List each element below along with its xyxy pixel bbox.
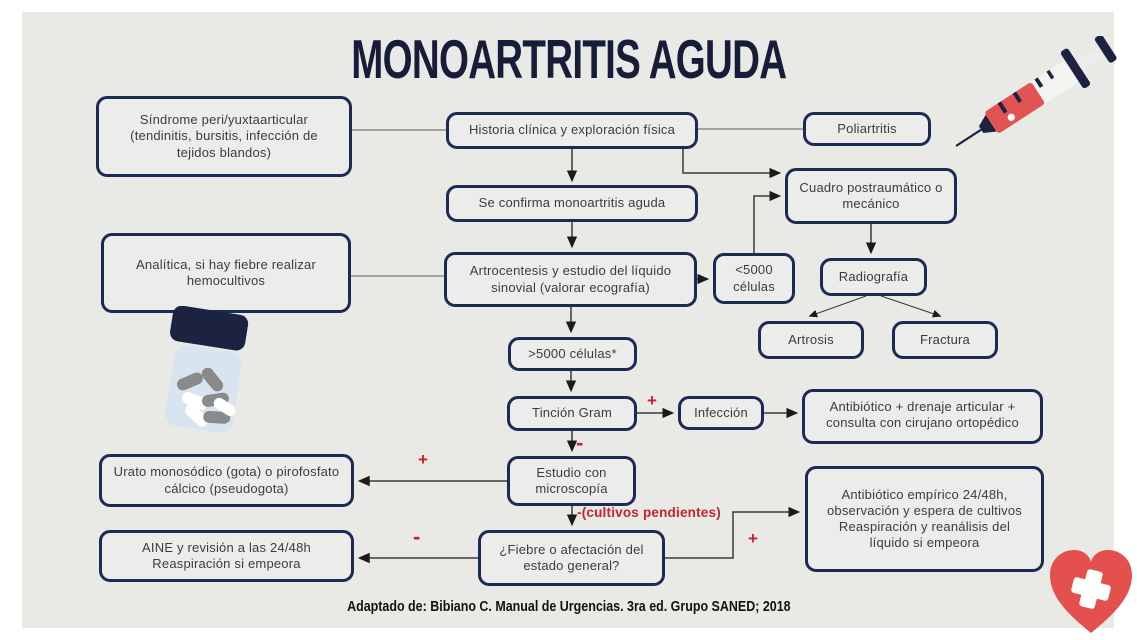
node-fiebre-afectacion: ¿Fiebre o afectación del estado general? [478,530,665,586]
node-menos-5000-celulas: <5000 células [713,253,795,304]
node-infeccion: Infección [678,396,764,430]
node-historia-label: Historia clínica y exploración física [468,122,676,138]
node-artrosis: Artrosis [758,321,864,359]
node-artrosis-label: Artrosis [788,331,834,347]
node-se-confirma: Se confirma monoartritis aguda [446,185,698,222]
node-estudio-microscopia: Estudio con microscopía [507,456,636,506]
sign-estudio-urato-positive: + [418,450,428,469]
node-radiografia: Radiografía [820,258,927,296]
node-tincion-gram: Tinción Gram [507,396,637,431]
node-mas-5000-label: >5000 células* [528,345,617,361]
node-analitica: Analítica, si hay fiebre realizar hemocu… [101,233,351,313]
sign-tincion-infeccion-positive: + [647,391,657,410]
node-antibiotico-empirico: Antibiótico empírico 24/48h, observación… [805,466,1044,572]
node-aine-line2: Reaspiración si empeora [152,556,301,571]
sign-tincion-estudio-negative: - [576,430,584,455]
heart-cross-icon [1050,550,1132,633]
arrow-fiebre-antibiotico-empirico [665,506,801,559]
node-artrocentesis: Artrocentesis y estudio del líquido sino… [444,252,697,307]
node-se-confirma-label: Se confirma monoartritis aguda [478,195,666,211]
node-antibiotico-empirico-line2: Reaspiración y reanálisis del líquido si… [838,519,1011,551]
node-artrocentesis-label: Artrocentesis y estudio del líquido sino… [469,263,672,295]
node-fractura-label: Fractura [919,331,970,347]
node-sindrome-periarticular: Síndrome peri/yuxtaarticular (tendinitis… [96,96,352,177]
source-attribution-text: Adaptado de: Bibiano C. Manual de Urgenc… [346,599,791,615]
arrow-historia-cuadro [682,149,782,179]
node-estudio-label: Estudio con microscopía [535,464,608,496]
node-poliartritis-label: Poliartritis [837,120,897,136]
source-attribution: Adaptado de: Bibiano C. Manual de Urgenc… [0,598,1137,616]
node-antibiotico-drenaje: Antibiótico + drenaje articular + consul… [802,389,1043,444]
sign-fiebre-aine-negative: - [413,524,421,549]
node-fiebre-label: ¿Fiebre o afectación del estado general? [499,541,644,573]
node-cuadro-label: Cuadro postraumático o mecánico [799,179,943,211]
node-tincion-label: Tinción Gram [532,405,612,421]
node-infeccion-label: Infección [694,404,748,420]
node-sindrome-label: Síndrome peri/yuxtaarticular (tendinitis… [130,112,318,160]
node-poliartritis: Poliartritis [803,112,931,146]
node-radiografia-label: Radiografía [838,268,909,284]
node-historia-clinica: Historia clínica y exploración física [446,112,698,149]
sign-cultivos-pendientes: -(cultivos pendientes) [577,505,721,520]
arrow-radiografia-artrosis [808,295,867,318]
syringe-icon [955,36,1117,147]
pill-bottle-icon [165,306,249,433]
node-urato-monosodico: Urato monosódico (gota) o pirofosfato cá… [99,454,354,507]
node-antibiotico-empirico-line1: Antibiótico empírico 24/48h, observación… [826,486,1022,518]
arrow-radiografia-fractura [880,295,942,318]
arrow-menos5000-cuadro [753,190,782,253]
node-menos-5000-label: <5000 células [733,262,775,294]
node-analitica-label: Analítica, si hay fiebre realizar hemocu… [135,256,316,288]
node-cuadro-postraumatico: Cuadro postraumático o mecánico [785,168,957,224]
node-antibiotico-drenaje-label: Antibiótico + drenaje articular + consul… [826,399,1019,431]
node-aine-line1: AINE y revisión a las 24/48h [142,539,311,555]
page-title: MONOARTRITIS AGUDA [0,32,1137,87]
node-urato-label: Urato monosódico (gota) o pirofosfato cá… [113,464,340,496]
sign-fiebre-antibiotico-positive: + [748,529,758,548]
node-fractura: Fractura [892,321,998,359]
node-aine-revision: AINE y revisión a las 24/48h Reaspiració… [99,530,354,582]
node-mas-5000-celulas: >5000 células* [508,337,637,371]
page-title-text: MONOARTRITIS AGUDA [350,28,787,90]
